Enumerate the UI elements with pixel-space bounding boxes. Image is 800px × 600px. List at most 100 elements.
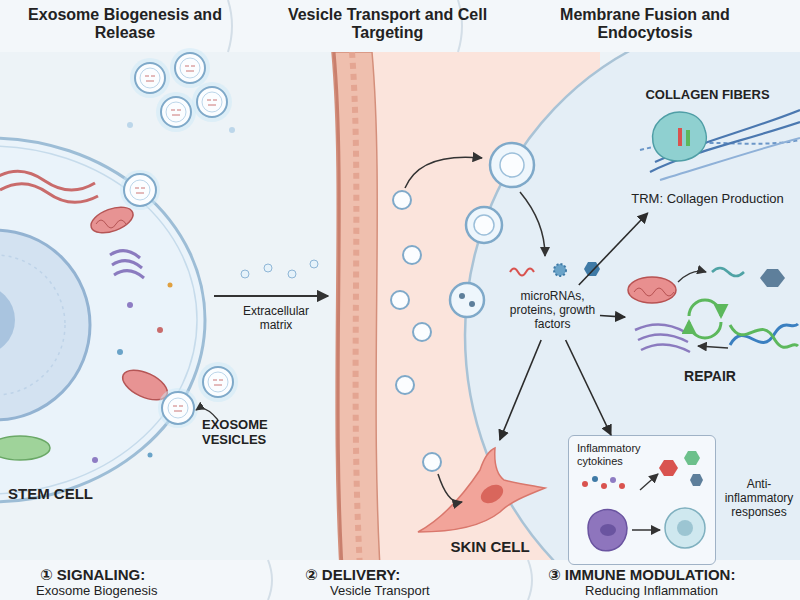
exosome-vesicle bbox=[393, 191, 411, 209]
step-caption: Reducing Inflammation bbox=[585, 584, 795, 599]
node-title: microRNAs, proteins, growth factors bbox=[505, 290, 600, 331]
vesicle-glow bbox=[158, 388, 198, 428]
vesicle-cargo bbox=[213, 380, 223, 385]
exosome-vesicle bbox=[474, 215, 494, 235]
dna-helix bbox=[730, 325, 798, 347]
uptake-arrow bbox=[438, 474, 462, 502]
cycle-arrow bbox=[689, 300, 721, 316]
vesicle-inner bbox=[202, 92, 222, 112]
header-band bbox=[0, 0, 800, 52]
collagen-fiber bbox=[640, 140, 800, 150]
panel-divider bbox=[228, 0, 232, 52]
cell-outline bbox=[0, 135, 215, 515]
fibroblast-body bbox=[418, 448, 545, 532]
vesicle-cargo bbox=[171, 110, 181, 115]
flow-arrow bbox=[579, 213, 648, 285]
vesicle-glow bbox=[130, 58, 170, 98]
cargo-dot bbox=[459, 293, 465, 299]
growth-factor-icon bbox=[584, 262, 600, 276]
mitochondrion-crista bbox=[634, 288, 674, 296]
part-label: Anti-inflammatory responses bbox=[720, 478, 798, 519]
macrophage-nucleus bbox=[600, 524, 616, 536]
exosome-vesicle bbox=[500, 153, 524, 177]
immune-cell bbox=[665, 508, 705, 548]
vesicle-inner bbox=[130, 180, 150, 200]
footer-band bbox=[0, 560, 800, 600]
repair-panel: REPAIR bbox=[625, 255, 795, 390]
cytokine-icon bbox=[690, 474, 703, 486]
cycle-arrow bbox=[689, 322, 721, 338]
exosome-vesicle bbox=[198, 362, 238, 402]
vesicle-membrane bbox=[162, 392, 194, 424]
step-heading: ③ IMMUNE MODULATION: bbox=[548, 566, 798, 583]
exosome-vesicle bbox=[403, 246, 421, 264]
vesicle-glow bbox=[170, 48, 210, 88]
golgi-apparatus bbox=[114, 271, 144, 278]
mitochondrion-crista bbox=[96, 220, 126, 228]
panel-heading: Membrane Fusion and Endocytosis bbox=[560, 6, 730, 43]
collagen-fiber bbox=[655, 110, 800, 162]
nucleus bbox=[0, 230, 90, 420]
vesicle-membrane bbox=[124, 174, 156, 206]
nucleolus bbox=[0, 285, 15, 355]
macrophage bbox=[588, 510, 627, 551]
stem-cell-organelles bbox=[0, 171, 173, 463]
repair-illustration bbox=[628, 268, 798, 352]
vesicle-membrane bbox=[175, 53, 205, 83]
microrna-icon bbox=[510, 269, 534, 276]
vesicle-membrane bbox=[161, 97, 191, 127]
exosome-vesicle bbox=[192, 82, 232, 122]
signal-arrow bbox=[632, 529, 660, 531]
vesicle-dot bbox=[229, 127, 235, 133]
exosome-vesicle bbox=[391, 291, 409, 309]
molecule-dot bbox=[127, 302, 133, 308]
transport-arrow bbox=[214, 260, 328, 296]
endoplasmic-reticulum bbox=[641, 344, 690, 352]
exosome-vesicle bbox=[423, 453, 441, 471]
cytokine-dot bbox=[619, 483, 625, 489]
endocytic-pocket bbox=[490, 143, 534, 187]
mitochondrion bbox=[118, 364, 172, 406]
vesicle-glow bbox=[192, 82, 232, 122]
cell-membrane-inner bbox=[0, 146, 197, 494]
vesicle-dot bbox=[241, 270, 249, 278]
cytokine-dot bbox=[592, 476, 598, 482]
node-title: REPAIR bbox=[625, 368, 795, 384]
vesicle-dot bbox=[127, 122, 133, 128]
node-title: STEM CELL bbox=[8, 485, 158, 502]
collagen-fiber bbox=[660, 138, 800, 180]
cell-membrane bbox=[0, 138, 205, 502]
node-title: Inflammatory cytokines bbox=[577, 442, 662, 467]
vesicle-inner bbox=[166, 102, 186, 122]
step-heading: ② DELIVERY: bbox=[305, 566, 525, 583]
exosome-vesicle bbox=[413, 323, 431, 341]
signal-arrow bbox=[640, 474, 658, 490]
vesicle-membrane bbox=[197, 87, 227, 117]
cargo-icons bbox=[510, 262, 600, 276]
molecule-dot bbox=[157, 327, 163, 333]
tissue-membrane bbox=[332, 52, 382, 600]
organelle bbox=[0, 436, 50, 460]
vesicle-glow bbox=[120, 170, 160, 210]
budding-vesicle bbox=[120, 170, 160, 210]
endoplasmic-reticulum bbox=[635, 324, 685, 332]
molecule-dot bbox=[117, 349, 123, 355]
dna-helix bbox=[730, 324, 798, 345]
collagen-strand bbox=[678, 128, 682, 146]
collagen-illustration bbox=[640, 110, 800, 180]
panel-divider bbox=[528, 560, 532, 600]
matrix-vesicles bbox=[391, 157, 482, 502]
exosome-vesicle bbox=[170, 48, 210, 88]
exosome-vesicle bbox=[130, 58, 170, 98]
vesicle-inner bbox=[180, 58, 200, 78]
cytokine-dot bbox=[582, 481, 588, 487]
protein-icon bbox=[760, 269, 785, 287]
immune-cell-nucleus bbox=[677, 520, 693, 536]
vesicle-cargo bbox=[135, 188, 145, 193]
panel-divider bbox=[268, 560, 272, 600]
fibroblast-nucleus bbox=[478, 481, 507, 507]
